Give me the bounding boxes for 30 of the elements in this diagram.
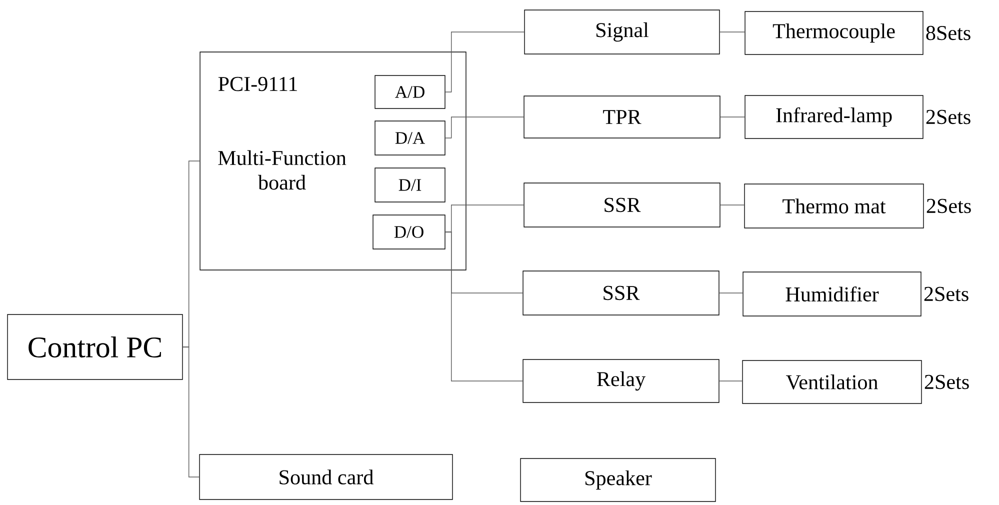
set-count: 2Sets (924, 286, 968, 302)
component-box: Humidifier (742, 272, 922, 316)
component-box: SSR (522, 270, 720, 316)
component-box: Signal (524, 10, 720, 54)
connector-line (718, 292, 744, 294)
component-box: Speaker (520, 458, 716, 502)
component-box: Thermocouple (744, 11, 924, 55)
component-box: Ventilation (742, 360, 922, 404)
component-box: SSR (524, 182, 720, 228)
component-box: Sound card (199, 454, 453, 500)
inner-box: D/A (374, 120, 446, 156)
inner-box: D/I (374, 168, 446, 202)
connector-line (445, 32, 525, 92)
component-box: Infrared-lamp (744, 95, 924, 139)
component-box: Thermo mat (744, 184, 924, 228)
component-box: Relay (522, 359, 720, 403)
connector-line (182, 346, 200, 478)
set-count: 2Sets (926, 198, 971, 214)
set-count: 2Sets (924, 374, 969, 390)
connector-line (445, 232, 524, 382)
computer-box: Control PC (7, 314, 183, 380)
connector-line (718, 380, 743, 382)
connector-line (720, 116, 746, 118)
inner-box: D/O (372, 214, 446, 250)
set-count: 8Sets (926, 26, 970, 40)
component-box: TPR (524, 96, 720, 138)
set-count: 2Sets (926, 110, 970, 124)
connector-line (445, 116, 524, 138)
inner-box: A/D (374, 75, 446, 109)
connector-line (720, 204, 745, 206)
